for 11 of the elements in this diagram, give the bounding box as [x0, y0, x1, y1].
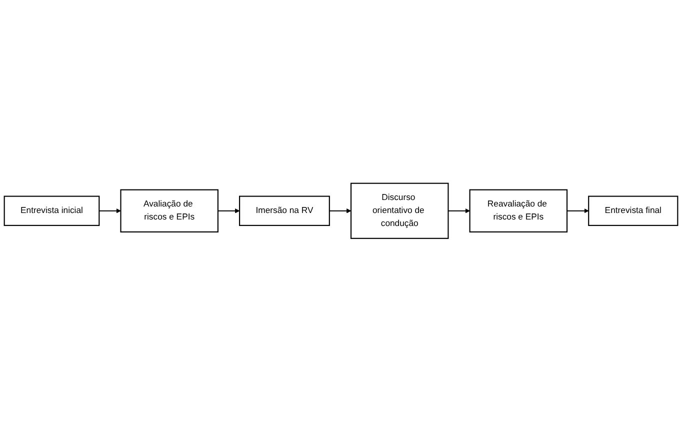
arrow [99, 208, 121, 213]
arrow [218, 208, 240, 213]
arrow [448, 208, 470, 213]
arrow [567, 208, 589, 213]
node-box: Entrevista inicial [4, 195, 100, 226]
node-box: Avaliação de riscos e EPIs [120, 188, 218, 232]
arrow [329, 208, 352, 213]
node-box: Reavaliação de riscos e EPIs [469, 188, 568, 232]
node-box: Entrevista final [588, 195, 678, 226]
node-box: Imersão na RV [239, 195, 330, 226]
node-box: Discurso orientativo de condução [350, 182, 449, 239]
